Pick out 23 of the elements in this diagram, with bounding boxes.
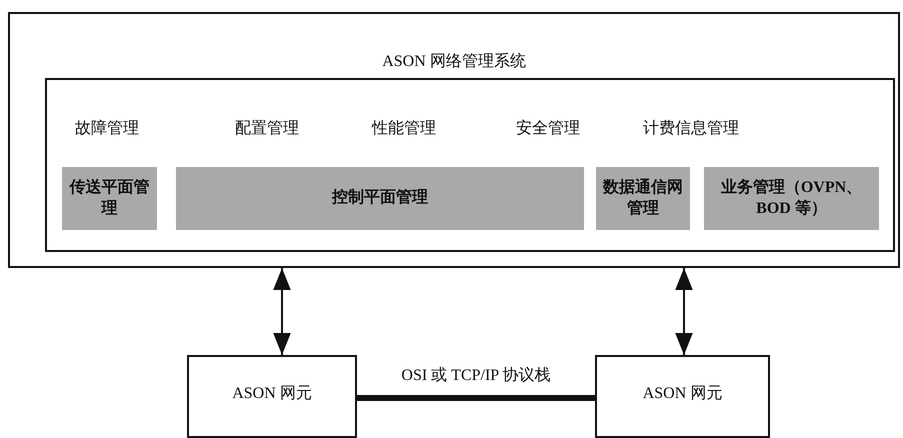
function-panel [45,78,895,252]
label-text: ASON 网元 [642,384,724,404]
label-text: 故障管理 [75,119,139,138]
network-element-box [187,355,357,438]
module-block [176,167,584,230]
label-text: 计费信息管理 [643,119,739,138]
label-text: ASON 网络管理系统 [381,52,527,72]
label-text: 数据通信网管理 [603,178,683,218]
label-text: 配置管理 [235,119,299,138]
label-text: 安全管理 [516,119,580,138]
label-text: 控制平面管理 [332,188,428,208]
network-element-box [595,355,770,438]
module-block [704,167,879,230]
label-text: 性能管理 [372,119,436,138]
connector [273,268,291,355]
system-frame [8,12,900,268]
label-text: ASON 网元 [231,384,313,404]
connector [675,268,693,355]
module-block [62,167,157,230]
connector [357,395,595,401]
label-text: 传送平面管理 [70,178,150,218]
module-block [596,167,690,230]
label-text: 业务管理（OVPN、BOD 等） [720,178,864,218]
